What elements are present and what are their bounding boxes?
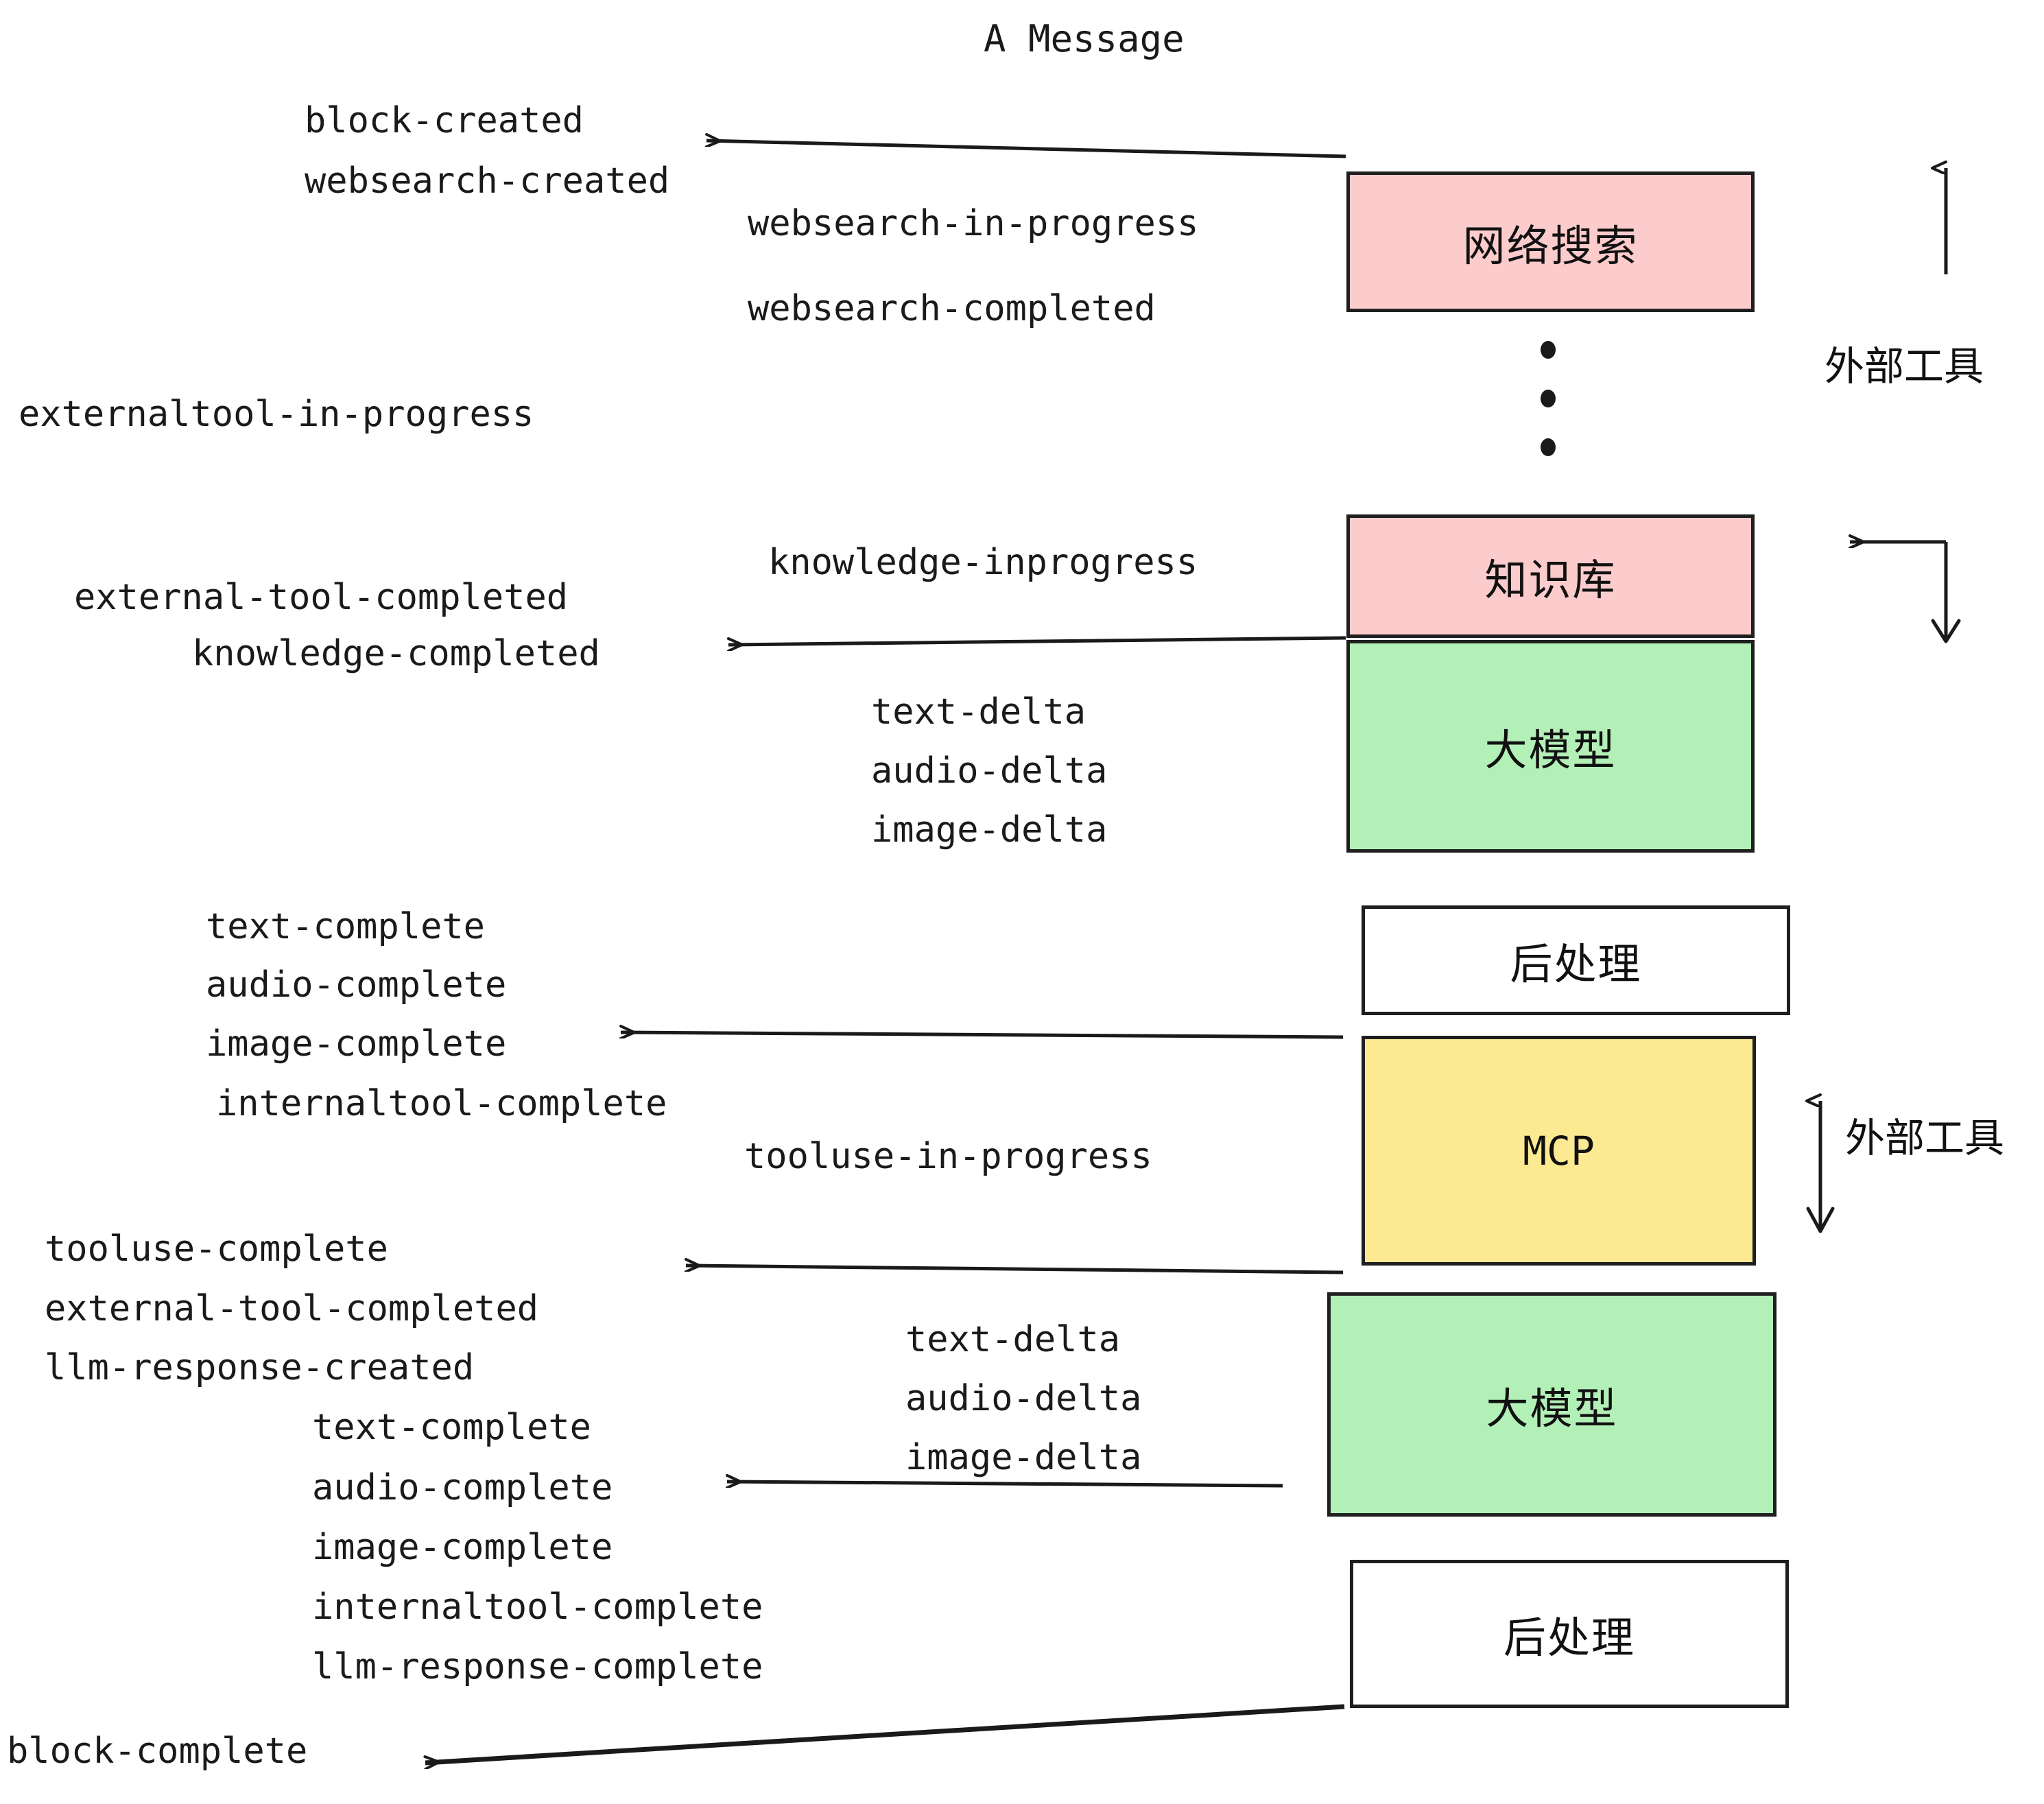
arrow-llm-to-audio-complete — [727, 1482, 1283, 1486]
event-audio-delta-1: audio-delta — [871, 750, 1108, 792]
event-image-delta-1: image-delta — [871, 809, 1108, 851]
side-label-external-tool-top: 外部工具 — [1825, 343, 1984, 390]
event-llm-response-complete: llm-response-complete — [312, 1646, 763, 1687]
event-block-complete: block-complete — [7, 1731, 308, 1772]
box-websearch-label: 网络搜索 — [1462, 220, 1639, 271]
box-llm-bottom[interactable]: 大模型 — [1327, 1292, 1776, 1517]
event-tooluse-complete: tooluse-complete — [45, 1229, 388, 1270]
ellipsis-dot-2 — [1541, 390, 1556, 407]
event-knowledge-completed: knowledge-completed — [192, 633, 600, 674]
diagram-title: A Message — [984, 17, 1185, 60]
event-tooluse-in-progress: tooluse-in-progress — [744, 1136, 1152, 1177]
arrow-mcp-to-tooluse-complete — [686, 1266, 1344, 1274]
event-llm-response-created: llm-response-created — [45, 1347, 475, 1388]
box-postprocess-top-label: 后处理 — [1510, 939, 1642, 989]
event-knowledge-inprogress: knowledge-inprogress — [768, 542, 1198, 583]
box-postprocess-bottom[interactable]: 后处理 — [1350, 1560, 1789, 1708]
box-websearch[interactable]: 网络搜索 — [1346, 171, 1755, 312]
box-llm-top[interactable]: 大模型 — [1346, 640, 1755, 853]
arrow-knowledge-to-completed — [728, 636, 1346, 645]
event-block-created: block-created — [305, 100, 584, 141]
event-external-tool-completed-1: external-tool-completed — [74, 577, 569, 618]
box-postprocess-top[interactable]: 后处理 — [1362, 905, 1790, 1015]
box-postprocess-bottom-label: 后处理 — [1503, 1613, 1635, 1663]
event-external-tool-completed-2: external-tool-completed — [45, 1288, 539, 1329]
event-internaltool-complete-1: internaltool-complete — [216, 1083, 667, 1124]
box-knowledge-label: 知识库 — [1484, 555, 1617, 605]
ellipsis-dot-3 — [1541, 438, 1556, 456]
arrow-websearch-to-block-created — [706, 141, 1346, 158]
event-text-delta-2: text-delta — [905, 1319, 1121, 1360]
event-internaltool-complete-2: internaltool-complete — [312, 1587, 763, 1628]
event-text-delta-1: text-delta — [871, 691, 1086, 733]
event-audio-complete-2: audio-complete — [312, 1467, 613, 1508]
box-knowledge[interactable]: 知识库 — [1346, 514, 1755, 638]
event-image-complete-2: image-complete — [312, 1527, 613, 1568]
event-externaltool-in-progress: externaltool-in-progress — [19, 394, 534, 435]
box-mcp-label: MCP — [1523, 1127, 1595, 1174]
event-audio-delta-2: audio-delta — [905, 1378, 1142, 1419]
event-image-delta-2: image-delta — [905, 1437, 1142, 1478]
arrow-postprocess-to-block-complete — [425, 1704, 1345, 1763]
external-tool-arrowhead-top-down — [1931, 619, 1961, 643]
ellipsis-dot-1 — [1541, 341, 1556, 359]
box-llm-bottom-label: 大模型 — [1486, 1383, 1618, 1434]
event-text-complete-2: text-complete — [312, 1407, 591, 1448]
event-image-complete-1: image-complete — [206, 1023, 507, 1065]
external-tool-arrowhead-bottom-down — [1806, 1207, 1835, 1233]
box-llm-top-label: 大模型 — [1484, 725, 1617, 775]
event-websearch-created: websearch-created — [305, 161, 670, 202]
event-websearch-in-progress: websearch-in-progress — [748, 203, 1199, 244]
side-label-external-tool-bottom: 外部工具 — [1845, 1115, 2005, 1161]
box-mcp[interactable]: MCP — [1362, 1036, 1756, 1266]
event-websearch-completed: websearch-completed — [748, 288, 1156, 329]
arrow-postprocess-to-image-complete — [621, 1032, 1344, 1039]
event-text-complete-1: text-complete — [206, 906, 485, 947]
event-audio-complete-1: audio-complete — [206, 964, 507, 1006]
